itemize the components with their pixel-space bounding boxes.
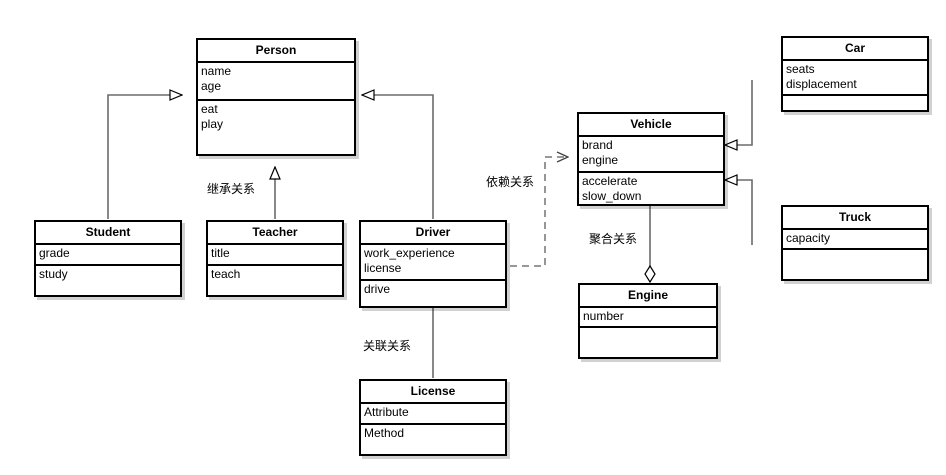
attribute-row: title (211, 246, 230, 260)
class-title-student: Student (36, 222, 180, 245)
edge-label-association: 关联关系 (363, 339, 412, 353)
edge-driver-person (362, 95, 434, 219)
class-methods-license: Method (361, 425, 505, 443)
class-methods-driver: drive (361, 281, 505, 299)
class-box-student[interactable]: Student grade study (34, 220, 182, 297)
class-box-vehicle[interactable]: Vehicle brand engine accelerate slow_dow… (577, 112, 725, 206)
class-methods-car (783, 96, 927, 99)
class-title-teacher: Teacher (208, 222, 342, 245)
method-row: drive (364, 282, 391, 296)
class-methods-truck (783, 250, 927, 253)
method-row: teach (211, 267, 241, 281)
class-methods-person: eat play (198, 101, 354, 134)
class-methods-student: study (36, 266, 180, 284)
edge-car-vehicle (725, 80, 753, 145)
attribute-row: work_experience (364, 246, 455, 260)
class-attributes-truck: capacity (783, 230, 927, 250)
attribute-row: license (364, 261, 402, 275)
edge-driver-vehicle-dependency (510, 157, 568, 267)
class-title-car: Car (783, 38, 927, 61)
edge-label-inheritance: 继承关系 (207, 182, 256, 196)
method-row: study (39, 267, 68, 281)
edge-label-aggregation: 聚合关系 (589, 232, 638, 246)
class-box-car[interactable]: Car seats displacement (781, 36, 929, 112)
class-attributes-driver: work_experience license (361, 245, 505, 281)
class-attributes-license: Attribute (361, 404, 505, 425)
class-title-truck: Truck (783, 207, 927, 230)
method-row: eat (201, 102, 218, 116)
class-box-driver[interactable]: Driver work_experience license drive (359, 220, 507, 308)
class-attributes-car: seats displacement (783, 61, 927, 96)
class-box-license[interactable]: License Attribute Method (359, 379, 507, 456)
class-box-teacher[interactable]: Teacher title teach (206, 220, 344, 297)
method-row: accelerate (582, 174, 638, 188)
edge-label-dependency: 依赖关系 (486, 175, 535, 189)
class-methods-engine (580, 328, 716, 331)
attribute-row: name (201, 64, 232, 78)
attribute-row: engine (582, 153, 619, 167)
attribute-row: number (583, 309, 624, 323)
attribute-row: Attribute (364, 405, 409, 419)
class-attributes-engine: number (580, 308, 716, 328)
class-box-truck[interactable]: Truck capacity (781, 205, 929, 281)
method-row: play (201, 117, 224, 131)
class-attributes-student: grade (36, 245, 180, 266)
attribute-row: displacement (786, 77, 857, 91)
class-attributes-vehicle: brand engine (579, 137, 723, 173)
class-methods-vehicle: accelerate slow_down (579, 173, 723, 206)
class-methods-teacher: teach (208, 266, 342, 284)
class-title-driver: Driver (361, 222, 505, 245)
class-attributes-person: name age (198, 63, 354, 101)
method-row: slow_down (582, 189, 642, 203)
class-title-person: Person (198, 40, 354, 63)
edge-truck-vehicle (725, 180, 753, 245)
class-attributes-teacher: title (208, 245, 342, 266)
class-box-engine[interactable]: Engine number (578, 283, 718, 359)
attribute-row: brand (582, 138, 613, 152)
attribute-row: age (201, 79, 222, 93)
attribute-row: capacity (786, 231, 831, 245)
class-title-vehicle: Vehicle (579, 114, 723, 137)
class-title-license: License (361, 381, 505, 404)
class-box-person[interactable]: Person name age eat play (196, 38, 356, 156)
attribute-row: grade (39, 246, 70, 260)
class-title-engine: Engine (580, 285, 716, 308)
method-row: Method (364, 426, 405, 440)
edge-student-person (107, 95, 182, 219)
attribute-row: seats (786, 62, 815, 76)
